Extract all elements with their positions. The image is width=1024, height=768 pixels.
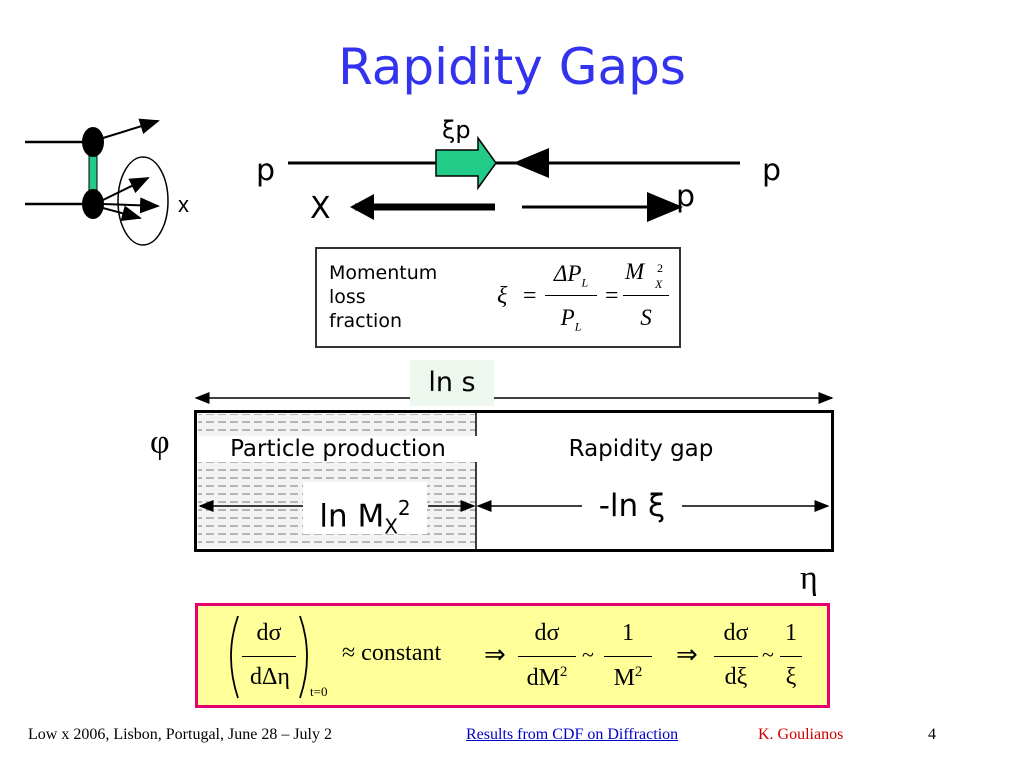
vertex-top <box>82 127 104 157</box>
t2-bar <box>518 656 576 657</box>
momentum-loss-box: Momentum loss fraction ξ = ΔPL PL = M 2 … <box>315 247 681 348</box>
minus-ln-xi-label: -ln ξ <box>582 480 682 532</box>
diffraction-diagram: x <box>25 118 189 246</box>
formula-num2: M <box>625 259 645 284</box>
formula-num2-sup: 2 <box>657 261 663 275</box>
p-left-label: p <box>256 153 276 188</box>
t1-den: dΔη <box>250 664 290 690</box>
x-system-ellipse <box>117 156 169 246</box>
t5-num: 1 <box>785 620 797 646</box>
momentum-loss-label: Momentum loss fraction <box>329 262 438 332</box>
x-arrow-1 <box>102 177 150 201</box>
t4-den: dξ <box>724 664 748 690</box>
t1-num: dσ <box>256 620 282 646</box>
x-system-label: X <box>310 191 331 226</box>
t1-sub: t=0 <box>310 684 328 699</box>
t4-num: dσ <box>723 620 749 646</box>
rapidity-plot <box>194 410 834 552</box>
outgoing-proton-arrow <box>102 118 160 139</box>
x-label: x <box>178 192 189 217</box>
t2-den: dM2 <box>526 664 568 691</box>
rapidity-gap-label: Rapidity gap <box>568 436 714 462</box>
xi-p-label: ξp <box>442 116 471 144</box>
beam-arrows-diagram <box>288 135 740 222</box>
implies-2: ⇒ <box>676 640 698 669</box>
particle-production-label: Particle production <box>198 436 478 462</box>
ln-mx2-label: ln MX2 <box>303 482 427 539</box>
implies-1: ⇒ <box>484 640 506 669</box>
cross-section-formula-box: dσ dΔη t=0 ≈ constant ⇒ dσ dM2 ~ 1 M2 ⇒ … <box>195 603 830 708</box>
x-arrow-head <box>350 194 374 220</box>
x-arrow-2 <box>102 197 160 214</box>
t4-bar <box>714 656 758 657</box>
t1-bar <box>242 656 296 657</box>
formula-eq2: = <box>605 283 619 309</box>
paren-bracket <box>230 615 308 699</box>
p-lower-label: p <box>676 179 696 214</box>
footer-author: K. Goulianos <box>758 726 844 743</box>
vertex-bottom <box>82 189 104 219</box>
formula-xi: ξ <box>497 283 508 309</box>
formula-num1: ΔPL <box>553 261 589 290</box>
footer-conference: Low x 2006, Lisbon, Portugal, June 28 – … <box>28 726 332 743</box>
page-number: 4 <box>928 726 936 743</box>
fraction-bar-2 <box>623 295 669 296</box>
t5-den: ξ <box>785 664 797 690</box>
formula-eq1: = <box>523 283 537 309</box>
approx-constant: ≈ constant <box>342 640 442 666</box>
formula-num2-sub: X <box>655 277 663 291</box>
slide-title: Rapidity Gaps <box>338 38 686 96</box>
p-right-label: p <box>762 153 782 188</box>
ln-s-label: ln s <box>410 360 494 406</box>
formula-den1: PL <box>560 305 582 334</box>
sim-2: ~ <box>762 642 774 667</box>
xi-p-arrow <box>435 135 497 191</box>
t2-num: dσ <box>534 620 560 646</box>
ln-s-arrow <box>194 392 834 404</box>
sim-1: ~ <box>582 642 594 667</box>
t5-bar <box>780 656 802 657</box>
footer-link[interactable]: Results from CDF on Diffraction <box>466 726 679 743</box>
t3-den: M2 <box>613 664 643 691</box>
fraction-bar-1 <box>545 295 597 296</box>
t3-num: 1 <box>622 620 634 646</box>
phi-label: φ <box>150 424 170 461</box>
t3-bar <box>604 656 652 657</box>
x-arrow-3 <box>102 205 142 222</box>
eta-label: η <box>800 560 818 597</box>
formula-den2: S <box>640 305 652 330</box>
